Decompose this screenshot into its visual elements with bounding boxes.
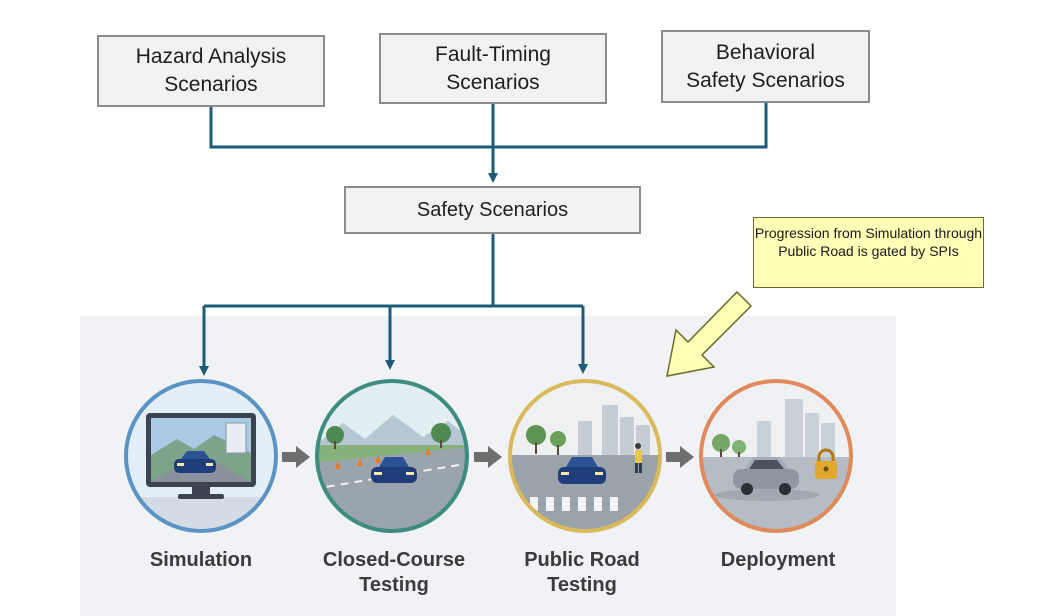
track-car-icon [315,379,469,533]
behavioral-safety-label: Behavioral Safety Scenarios [686,40,845,92]
locked-car-icon [699,379,853,533]
safety-scenarios-box: Safety Scenarios [344,186,641,234]
connector-hazard [209,107,493,149]
stage-label-deployment: Deployment [720,549,836,571]
stage-arrow-icon [282,446,310,468]
stage-label-public-road: Public Road Testing [524,549,640,596]
hazard-analysis-box: Hazard Analysis Scenarios [97,35,325,107]
stage-label-closed-course: Closed-Course Testing [322,549,466,596]
stage-label-simulation: Simulation [149,549,253,571]
connector-behavioral [493,103,768,149]
city-road-car-icon [508,379,662,533]
safety-scenarios-label: Safety Scenarios [416,199,569,221]
stage-arrow-icon [666,446,694,468]
behavioral-safety-box: Behavioral Safety Scenarios [661,30,870,103]
spi-gating-note: Progression from Simulation through Publ… [753,217,984,288]
monitor-car-icon [124,379,278,533]
fault-timing-box: Fault-Timing Scenarios [379,33,607,104]
fault-timing-label: Fault-Timing Scenarios [435,42,551,94]
callout-arrow-icon [666,290,753,377]
stage-arrow-icon [474,446,502,468]
hazard-analysis-label: Hazard Analysis Scenarios [135,45,287,96]
